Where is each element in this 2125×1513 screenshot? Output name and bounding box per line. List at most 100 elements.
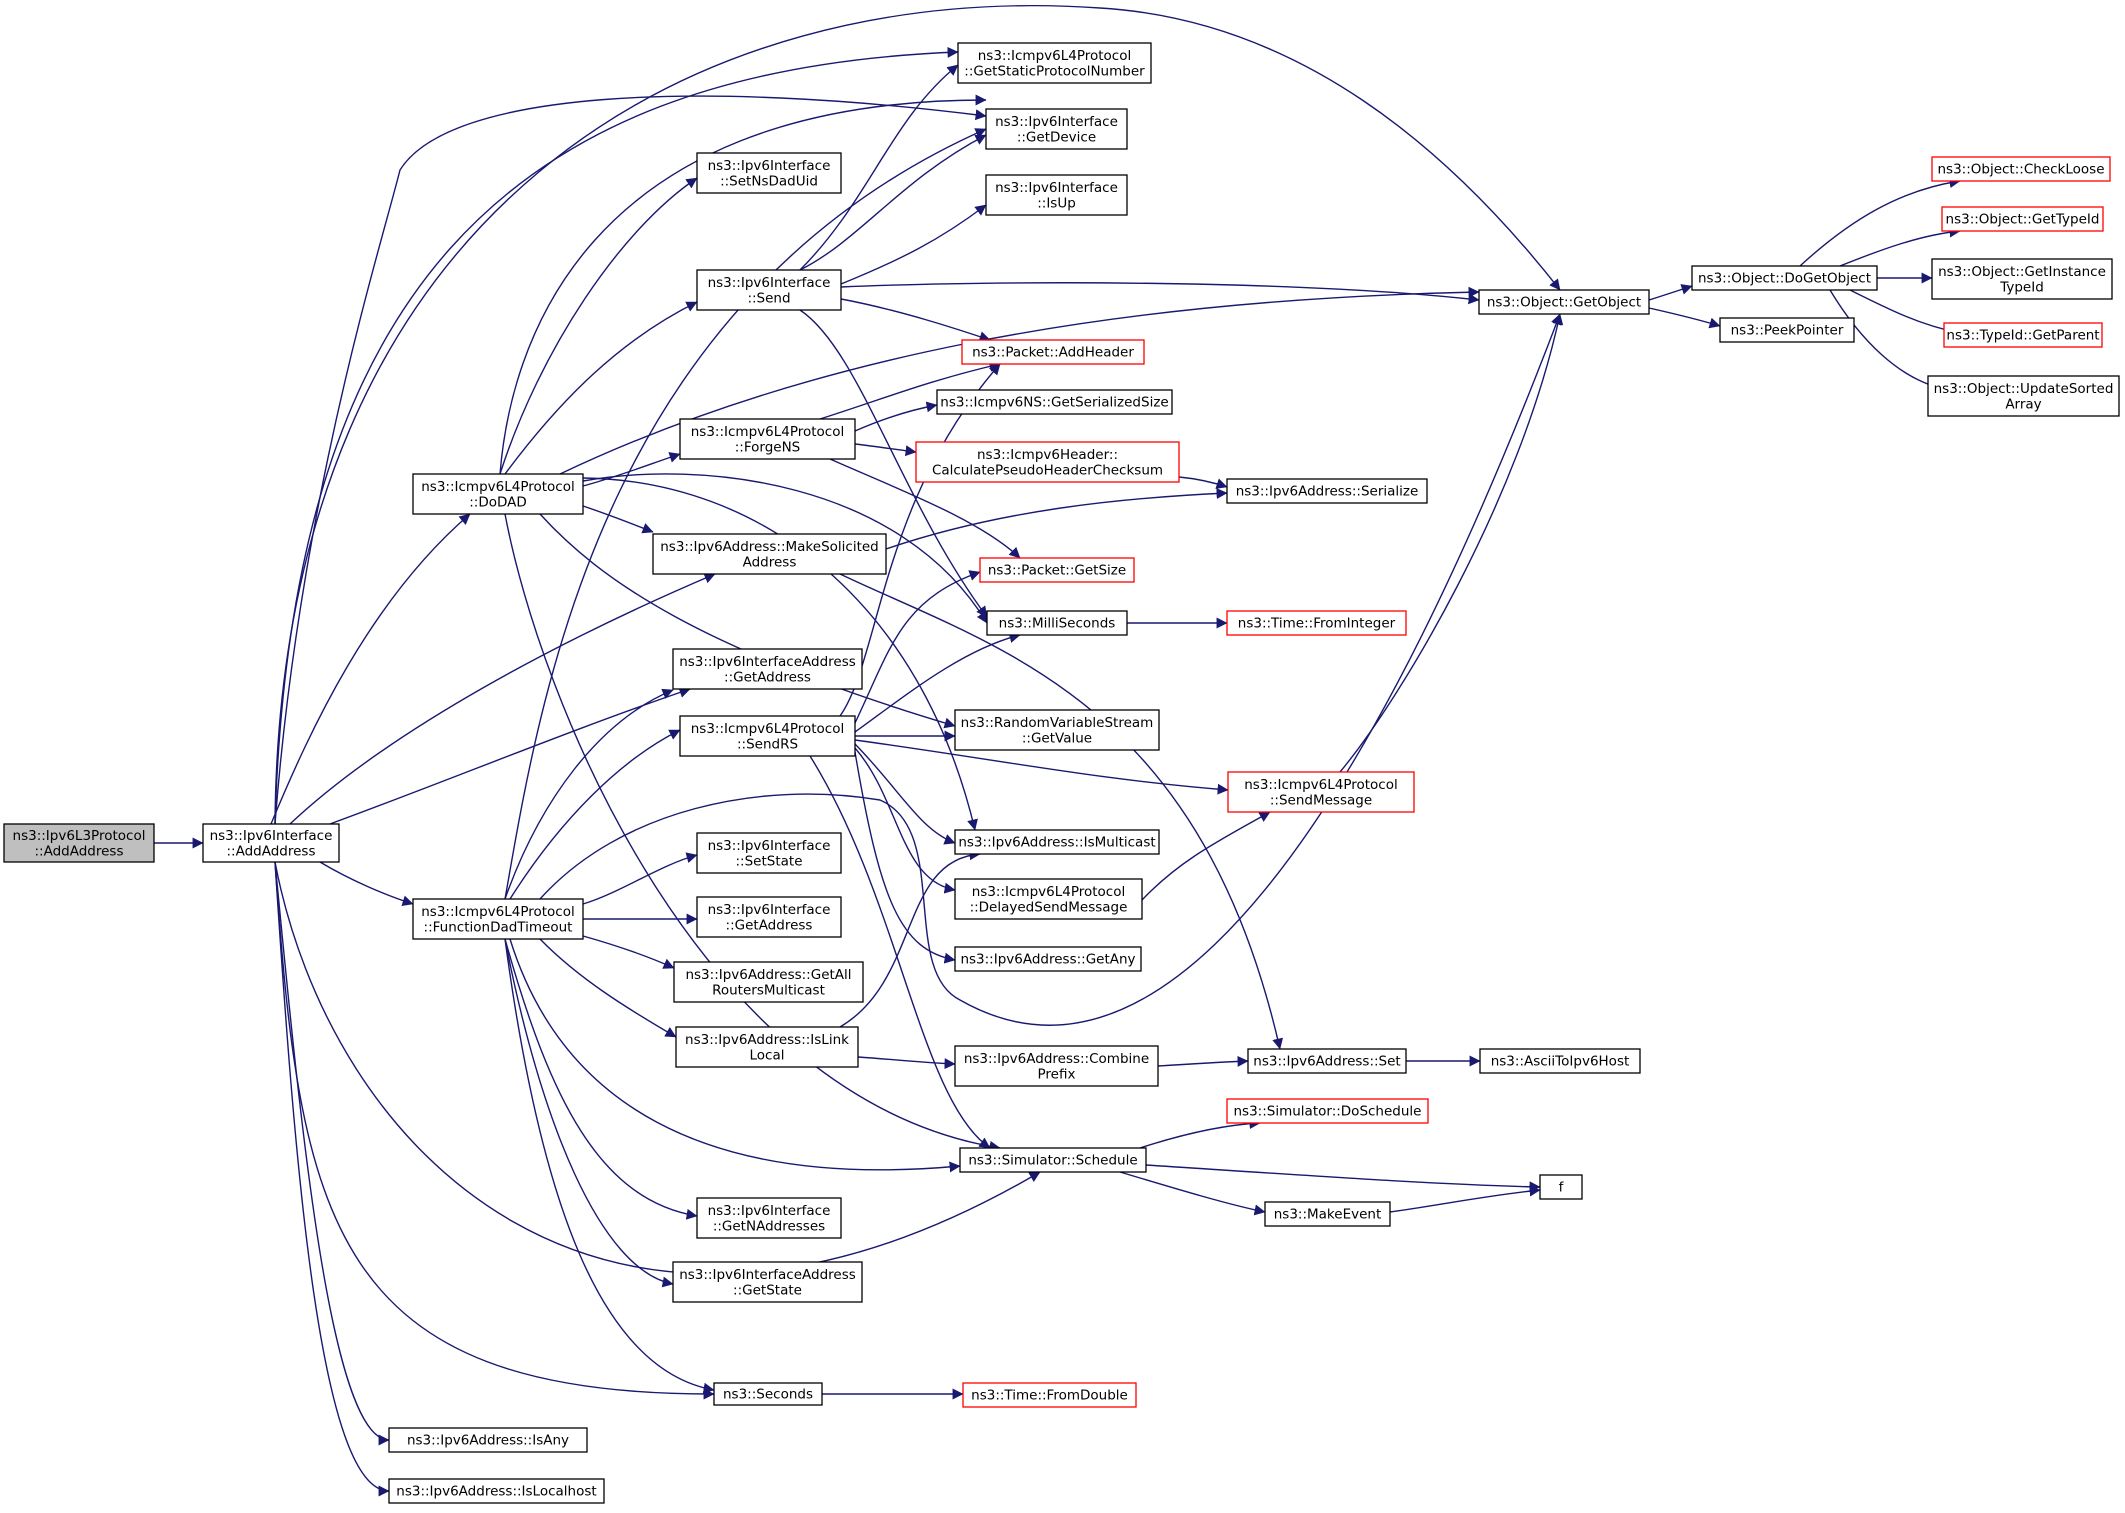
node-label-line: ns3::Ipv6Address::Set — [1253, 1054, 1400, 1070]
edge-path — [840, 298, 991, 342]
node-label-line: ::ForgeNS — [735, 439, 801, 455]
node-box — [1931, 258, 2113, 300]
node-box — [672, 1261, 863, 1303]
edge-path — [499, 177, 698, 475]
node-box — [979, 557, 1135, 583]
call-edge-n3-to-n17 — [504, 938, 698, 1220]
call-edge-n10-to-n35 — [885, 487, 1228, 550]
edge-path — [539, 313, 1562, 1026]
node-label-line: ns3::Ipv6Address::IsMulticast — [958, 835, 1155, 851]
node-ns3-milliseconds[interactable]: ns3::MilliSeconds — [986, 610, 1128, 636]
call-edge-n1-to-n5 — [274, 861, 390, 1446]
node-ns3-randomvariablestream-getvalue[interactable]: ns3::RandomVariableStream::GetValue — [954, 709, 1160, 751]
node-label-line: Prefix — [1038, 1066, 1076, 1082]
node-label-line: ns3::Time::FromDouble — [971, 1388, 1128, 1404]
node-box — [1478, 289, 1650, 315]
node-label-line: ns3::Object::GetObject — [1487, 295, 1641, 311]
call-edge-n31-to-n38 — [1157, 1055, 1249, 1067]
node-ns3-object-getobject[interactable]: ns3::Object::GetObject — [1478, 289, 1650, 315]
node-ns3-object-gettypeid[interactable]: ns3::Object::GetTypeId — [1941, 206, 2104, 232]
node-label-line: ::DelayedSendMessage — [970, 899, 1128, 915]
node-box — [986, 610, 1128, 636]
call-edge-n1-to-n2 — [270, 513, 471, 825]
node-ns3-ipv6address-getany[interactable]: ns3::Ipv6Address::GetAny — [954, 946, 1142, 972]
node-ns3-makeevent[interactable]: ns3::MakeEvent — [1264, 1201, 1391, 1227]
call-edge-n2-to-n9 — [582, 452, 681, 487]
call-edge-n3-to-n34 — [539, 313, 1562, 1026]
edge-path — [274, 861, 390, 1497]
node-ns3-time-fromdouble[interactable]: ns3::Time::FromDouble — [962, 1382, 1137, 1408]
node-ns3-ipv6address-ismulticast[interactable]: ns3::Ipv6Address::IsMulticast — [954, 829, 1160, 855]
call-edge-n3-to-n20 — [504, 128, 987, 900]
node-ns3-icmpv6l4protocol-sendrs[interactable]: ns3::Icmpv6L4Protocol::SendRS — [679, 715, 856, 757]
node-ns3-icmpv6l4protocol-dodad[interactable]: ns3::Icmpv6L4Protocol::DoDAD — [412, 473, 584, 515]
node-ns3-ipv6interface-setnsdaduid[interactable]: ns3::Ipv6Interface::SetNsDadUid — [696, 152, 842, 194]
node-ns3-packet-getsize[interactable]: ns3::Packet::GetSize — [979, 557, 1135, 583]
call-edge-n9-to-n25 — [829, 458, 1021, 559]
node-label-line: ns3::Ipv6Address::MakeSolicited — [660, 539, 879, 555]
node-ns3-ipv6interface-isup[interactable]: ns3::Ipv6Interface::IsUp — [985, 174, 1128, 216]
node-label-line: ns3::AsciiToIpv6Host — [1491, 1054, 1630, 1070]
call-edge-n1-to-n10 — [289, 573, 716, 825]
node-ns3-ipv6address-islocalhost[interactable]: ns3::Ipv6Address::IsLocalhost — [388, 1478, 605, 1504]
edge-path — [274, 861, 1041, 1275]
node-ns3-time-frominteger[interactable]: ns3::Time::FromInteger — [1226, 610, 1407, 636]
node-box — [954, 829, 1160, 855]
node-ns3-object-dogetobject[interactable]: ns3::Object::DoGetObject — [1691, 265, 1878, 291]
node-label-line: ns3::Ipv6Address::IsLocalhost — [396, 1484, 596, 1500]
node-ns3-icmpv6l4protocol-delayedsendmessage[interactable]: ns3::Icmpv6L4Protocol::DelayedSendMessag… — [954, 878, 1143, 920]
node-box — [202, 823, 340, 863]
node-ns3-ipv6interfaceaddress-getaddress[interactable]: ns3::Ipv6InterfaceAddress::GetAddress — [672, 648, 863, 690]
node-ns3-icmpv6l4protocol-getstaticprotocolnumber[interactable]: ns3::Icmpv6L4Protocol::GetStaticProtocol… — [957, 42, 1152, 84]
node-ns3-ipv6address-isany[interactable]: ns3::Ipv6Address::IsAny — [388, 1427, 588, 1453]
node-ns3-ipv6address-set[interactable]: ns3::Ipv6Address::Set — [1247, 1048, 1407, 1074]
node-ns3-ipv6interface-getnaddresses[interactable]: ns3::Ipv6Interface::GetNAddresses — [696, 1197, 842, 1239]
node-ns3-ipv6interface-getaddress[interactable]: ns3::Ipv6Interface::GetAddress — [696, 896, 842, 938]
node-ns3-ipv6interfaceaddress-getstate[interactable]: ns3::Ipv6InterfaceAddress::GetState — [672, 1261, 863, 1303]
node-ns3-ipv6interface-getdevice[interactable]: ns3::Ipv6Interface::GetDevice — [985, 108, 1128, 150]
node-ns3-ipv6interface-send[interactable]: ns3::Ipv6Interface::Send — [696, 269, 842, 311]
call-edge-n9-to-n23 — [854, 401, 938, 432]
node-label-line: Address — [743, 554, 797, 570]
edge-path — [1799, 177, 1961, 267]
node-ns3-ipv6interface-addaddress[interactable]: ns3::Ipv6Interface::AddAddress — [202, 823, 340, 863]
node-ns3-asciitoipv6host[interactable]: ns3::AsciiToIpv6Host — [1479, 1048, 1641, 1074]
node-box — [412, 898, 584, 940]
node-label-line: CalculatePseudoHeaderChecksum — [932, 462, 1163, 478]
node-box — [954, 709, 1160, 751]
edge-path — [289, 573, 716, 825]
node-ns3-icmpv6l4protocol-forgens[interactable]: ns3::Icmpv6L4Protocol::ForgeNS — [679, 418, 856, 460]
node-ns3-ipv6interface-setstate[interactable]: ns3::Ipv6Interface::SetState — [696, 832, 842, 874]
node-box — [1227, 771, 1415, 813]
node-ns3-simulator-schedule[interactable]: ns3::Simulator::Schedule — [959, 1147, 1147, 1173]
node-label-line: ns3::Icmpv6L4Protocol — [421, 479, 575, 495]
node-ns3-typeid-getparent[interactable]: ns3::TypeId::GetParent — [1943, 322, 2103, 348]
node-box — [915, 441, 1180, 483]
node-ns3-icmpv6ns-getserializedsize[interactable]: ns3::Icmpv6NS::GetSerializedSize — [936, 389, 1173, 415]
node-ns3-icmpv6l4protocol-functiondadtimeout[interactable]: ns3::Icmpv6L4Protocol::FunctionDadTimeou… — [412, 898, 584, 940]
node-f[interactable]: f — [1539, 1174, 1583, 1200]
node-ns3-ipv6address-serialize[interactable]: ns3::Ipv6Address::Serialize — [1226, 478, 1428, 504]
edge-path — [539, 513, 956, 729]
edge-path — [504, 128, 987, 900]
node-ns3-seconds[interactable]: ns3::Seconds — [713, 1382, 823, 1406]
edge-path — [499, 94, 987, 475]
node-ns3-object-checkloose[interactable]: ns3::Object::CheckLoose — [1931, 156, 2111, 182]
call-edge-n9-to-n24 — [854, 443, 917, 457]
node-ns3-peekpointer[interactable]: ns3::PeekPointer — [1719, 317, 1855, 343]
node-ns3-icmpv6l4protocol-sendmessage[interactable]: ns3::Icmpv6L4Protocol::SendMessage — [1227, 771, 1415, 813]
node-ns3-packet-addheader[interactable]: ns3::Packet::AddHeader — [961, 339, 1145, 365]
call-edge-n12-to-n28 — [854, 743, 956, 845]
node-ns3-icmpv6header-calculatepseudoheaderchecksum[interactable]: ns3::Icmpv6Header::CalculatePseudoHeader… — [915, 441, 1180, 483]
edge-path — [1119, 1171, 1266, 1216]
node-label-line: ::SetNsDadUid — [720, 173, 818, 189]
node-box — [1927, 375, 2120, 417]
call-edge-n3-to-n32 — [509, 938, 961, 1173]
node-ns3-simulator-doschedule[interactable]: ns3::Simulator::DoSchedule — [1226, 1098, 1429, 1124]
